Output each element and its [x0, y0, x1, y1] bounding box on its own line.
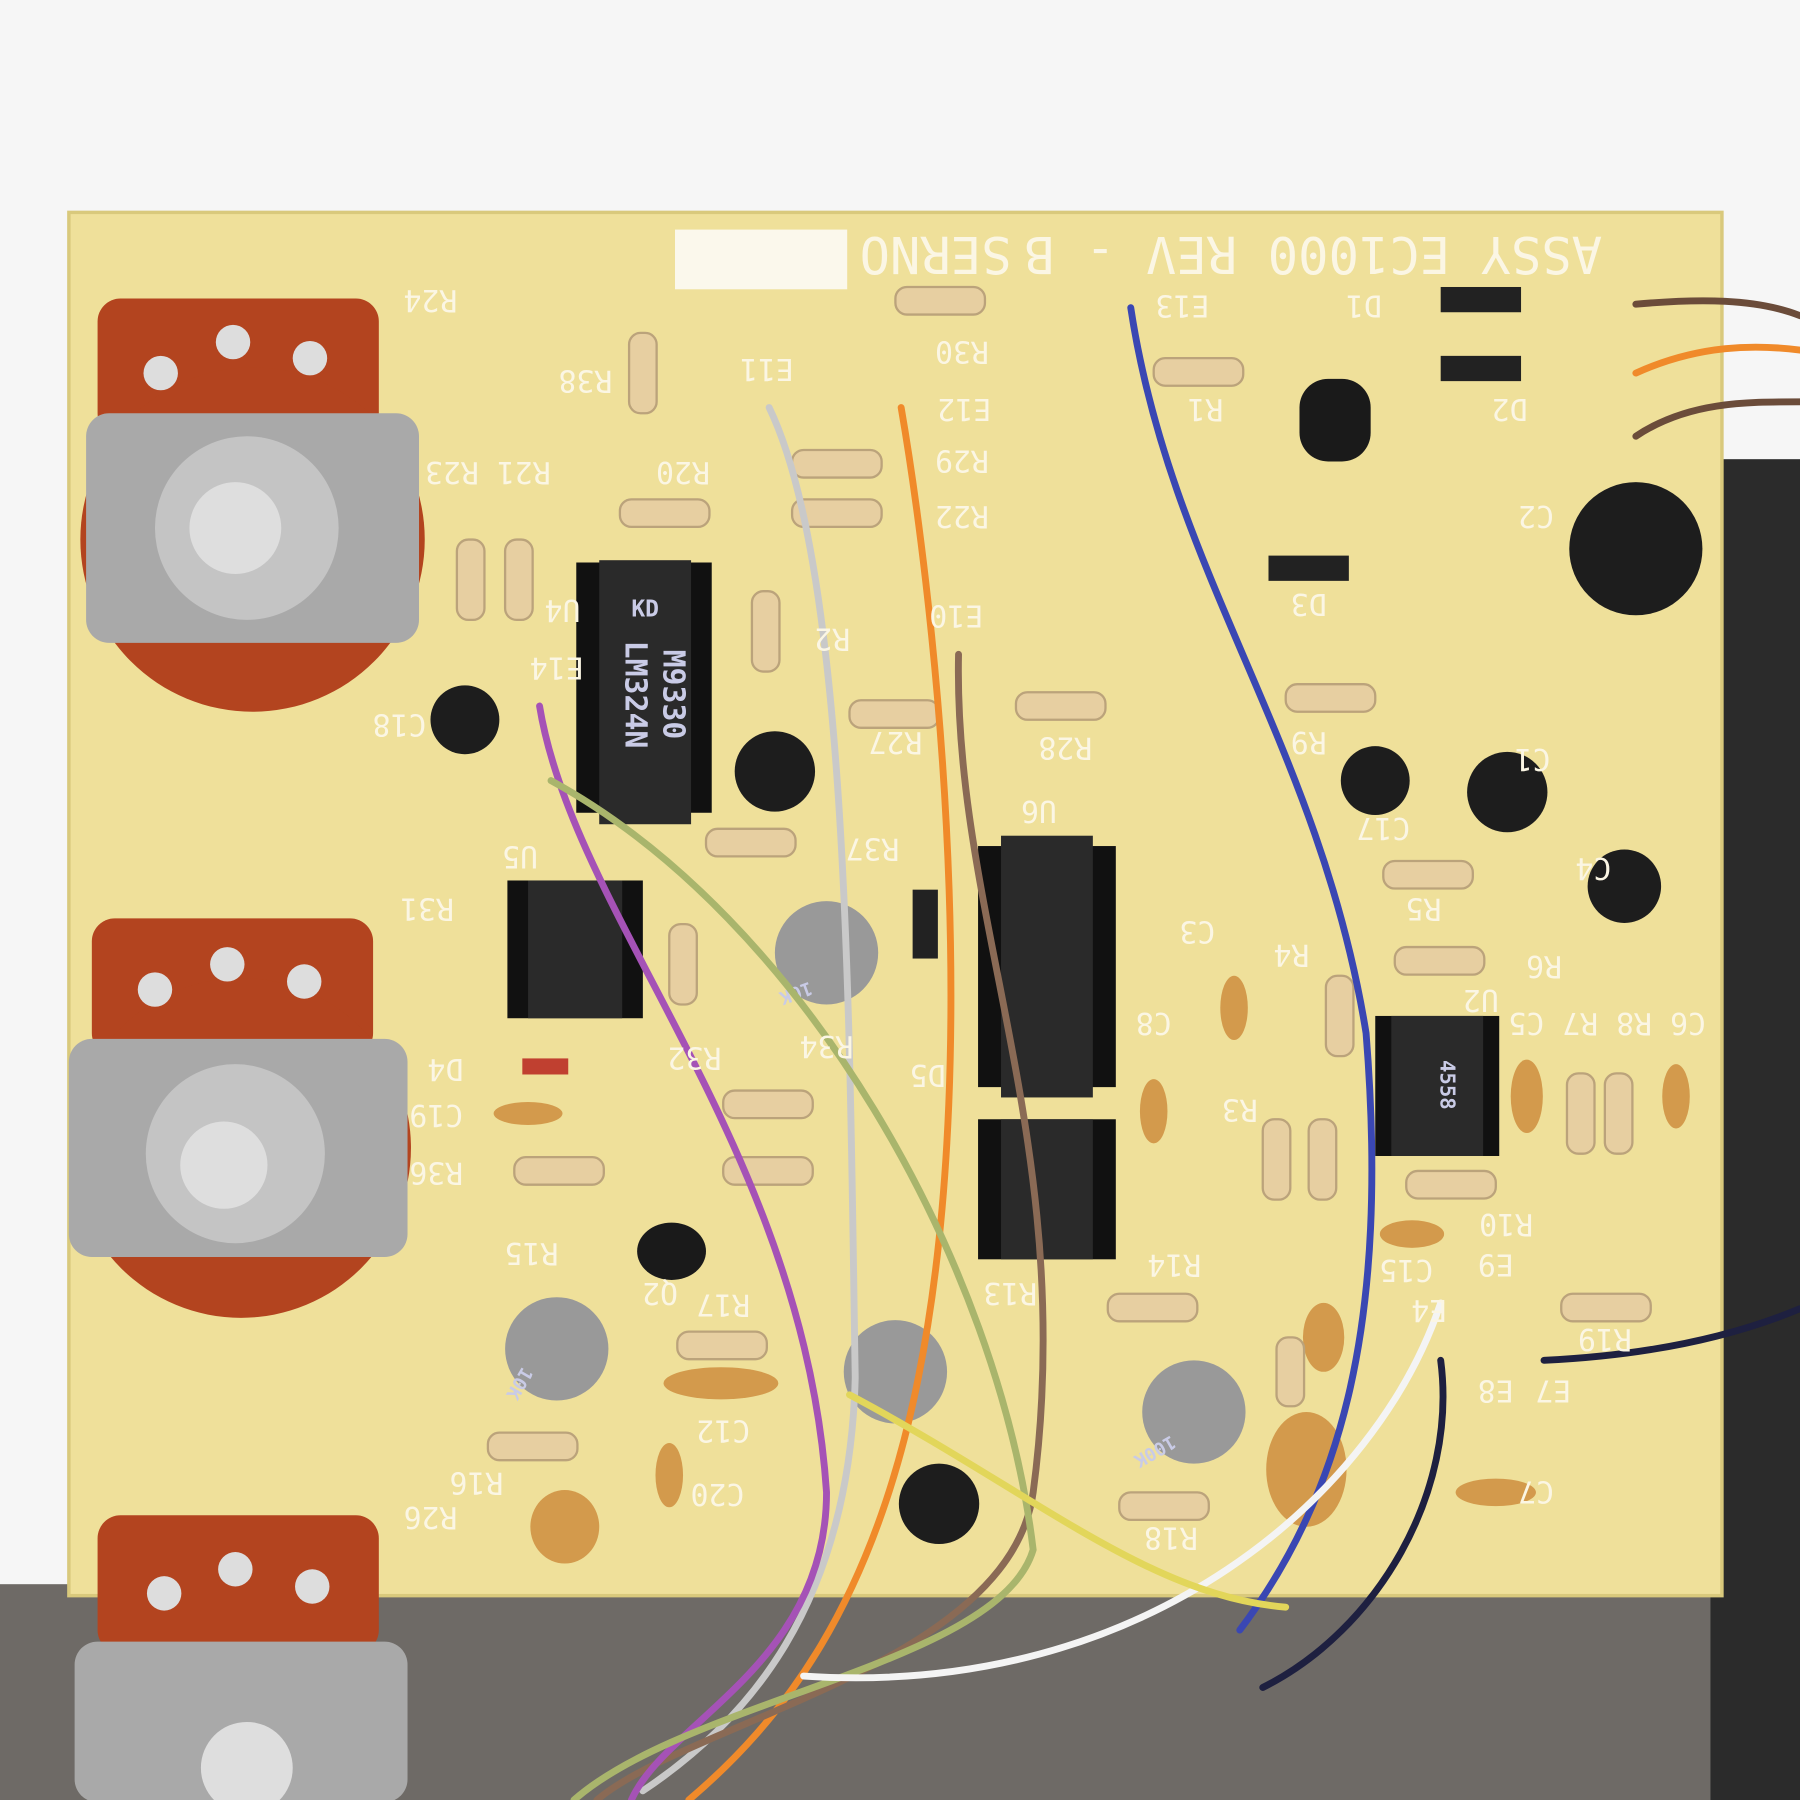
- silkscreen-label: R13: [983, 1275, 1037, 1310]
- silkscreen-label: E8: [1478, 1373, 1514, 1408]
- silkscreen-label: E11: [740, 351, 794, 386]
- silkscreen-label: R34: [800, 1028, 854, 1063]
- silkscreen-label: R4: [1273, 936, 1309, 971]
- silkscreen-label: C7: [1518, 1474, 1554, 1509]
- silkscreen-label: C8: [1136, 1005, 1172, 1040]
- silkscreen-label: D3: [1291, 586, 1327, 621]
- chip-u2-marking: 4558: [1436, 1060, 1460, 1110]
- ic-u6: [978, 835, 1116, 1098]
- chip-marking-1: M9330: [656, 650, 691, 740]
- silkscreen-label: D4: [427, 1051, 463, 1086]
- silkscreen-label: E4: [1411, 1292, 1447, 1327]
- silkscreen-label: R21 R23: [425, 454, 551, 489]
- silkscreen-label: C17: [1356, 810, 1410, 845]
- silkscreen-label: C20: [691, 1476, 745, 1511]
- silkscreen-label: E7: [1535, 1373, 1571, 1408]
- silkscreen-label: R19: [1578, 1321, 1632, 1356]
- resistors: [455, 285, 1652, 1522]
- potentiometer[interactable]: [74, 1515, 408, 1800]
- silkscreen-label: R28: [1038, 730, 1092, 765]
- silkscreen-label: R14: [1147, 1246, 1201, 1281]
- wires: [536, 297, 1800, 1800]
- chip-marking-2: LM324N: [618, 641, 653, 749]
- ceramic-capacitors: [493, 975, 1690, 1564]
- title-serno: SERNO: [860, 225, 1012, 284]
- ic-u3: [978, 1119, 1116, 1260]
- ic-u2: 4558: [1375, 1015, 1500, 1156]
- silkscreen-label: R2: [814, 621, 850, 656]
- ic-u5: [507, 880, 643, 1019]
- silkscreen-label: C6 R8 R7 C5: [1508, 1005, 1706, 1040]
- silkscreen-label: R17: [696, 1286, 750, 1321]
- chip-logo: KD: [631, 596, 659, 622]
- silkscreen-label: R6: [1526, 948, 1562, 983]
- silkscreen-label: C15: [1379, 1252, 1433, 1287]
- title-assy: ASSY EC1000: [1268, 225, 1602, 284]
- trimpot[interactable]: [843, 1320, 948, 1424]
- silkscreen-label: Q2: [642, 1275, 678, 1310]
- silkscreen-label: E12: [937, 391, 991, 426]
- silkscreen-label: U5: [502, 839, 538, 874]
- silkscreen-label: E10: [929, 598, 983, 633]
- transistors: [637, 378, 1371, 1280]
- silkscreen-label: R1: [1187, 391, 1223, 426]
- electrolytic-capacitors: [430, 482, 1703, 1545]
- silkscreen-label: U6: [1021, 793, 1057, 828]
- board-title: ASSY EC1000 REV - B SERNO: [860, 225, 1603, 284]
- chassis-right: [1710, 459, 1800, 1800]
- diodes: [522, 286, 1522, 1075]
- silkscreen-label: R10: [1479, 1206, 1533, 1241]
- silkscreen-label: R38: [559, 362, 613, 397]
- silkscreen-label: R26: [404, 1499, 458, 1534]
- silkscreen-label: U2: [1463, 982, 1499, 1017]
- silkscreen-label: C2: [1518, 498, 1554, 533]
- silkscreen-label: R5: [1406, 890, 1442, 925]
- silkscreen-label: C18: [373, 707, 427, 742]
- silkscreen-label: C1: [1515, 741, 1551, 776]
- silkscreen-label: R30: [935, 334, 989, 369]
- silkscreen-label: R29: [935, 443, 989, 478]
- silkscreen-label: E9: [1478, 1246, 1514, 1281]
- silkscreen-label: R27: [868, 724, 922, 759]
- silkscreen-label: U4: [545, 592, 581, 627]
- silkscreen-label: R32: [668, 1040, 722, 1075]
- silkscreen-label: R24: [404, 282, 458, 317]
- potentiometer[interactable]: [68, 918, 411, 1318]
- silkscreen-label: C12: [696, 1413, 750, 1448]
- silkscreen-label: D2: [1492, 391, 1528, 426]
- silkscreen-label: C4: [1575, 850, 1611, 885]
- silkscreen-label: R15: [505, 1235, 559, 1270]
- serial-label-blank: [675, 229, 848, 290]
- silkscreen-label: R18: [1144, 1519, 1198, 1554]
- silkscreen-label: D5: [910, 1057, 946, 1092]
- silkscreen-label: C19: [409, 1097, 463, 1132]
- silkscreen-label: D1: [1346, 288, 1382, 323]
- silkscreen-label: R37: [846, 831, 900, 866]
- silkscreen-label: C3: [1179, 913, 1215, 948]
- silkscreen-label: R16: [449, 1464, 503, 1499]
- potentiometer[interactable]: [80, 298, 425, 712]
- silkscreen-label: R36: [409, 1154, 463, 1189]
- title-rev: REV - B: [1024, 225, 1237, 284]
- silkscreen-label: R3: [1222, 1091, 1258, 1126]
- silkscreen-label: R31: [400, 890, 454, 925]
- silkscreen-label: R22: [935, 498, 989, 533]
- silkscreen-label: R20: [656, 454, 710, 489]
- ic-u4-lm324: KD M9330 LM324N: [576, 560, 712, 825]
- silkscreen-label: E14: [530, 649, 584, 684]
- silkscreen-label: R9: [1291, 724, 1327, 759]
- silkscreen-label: E13: [1155, 288, 1209, 323]
